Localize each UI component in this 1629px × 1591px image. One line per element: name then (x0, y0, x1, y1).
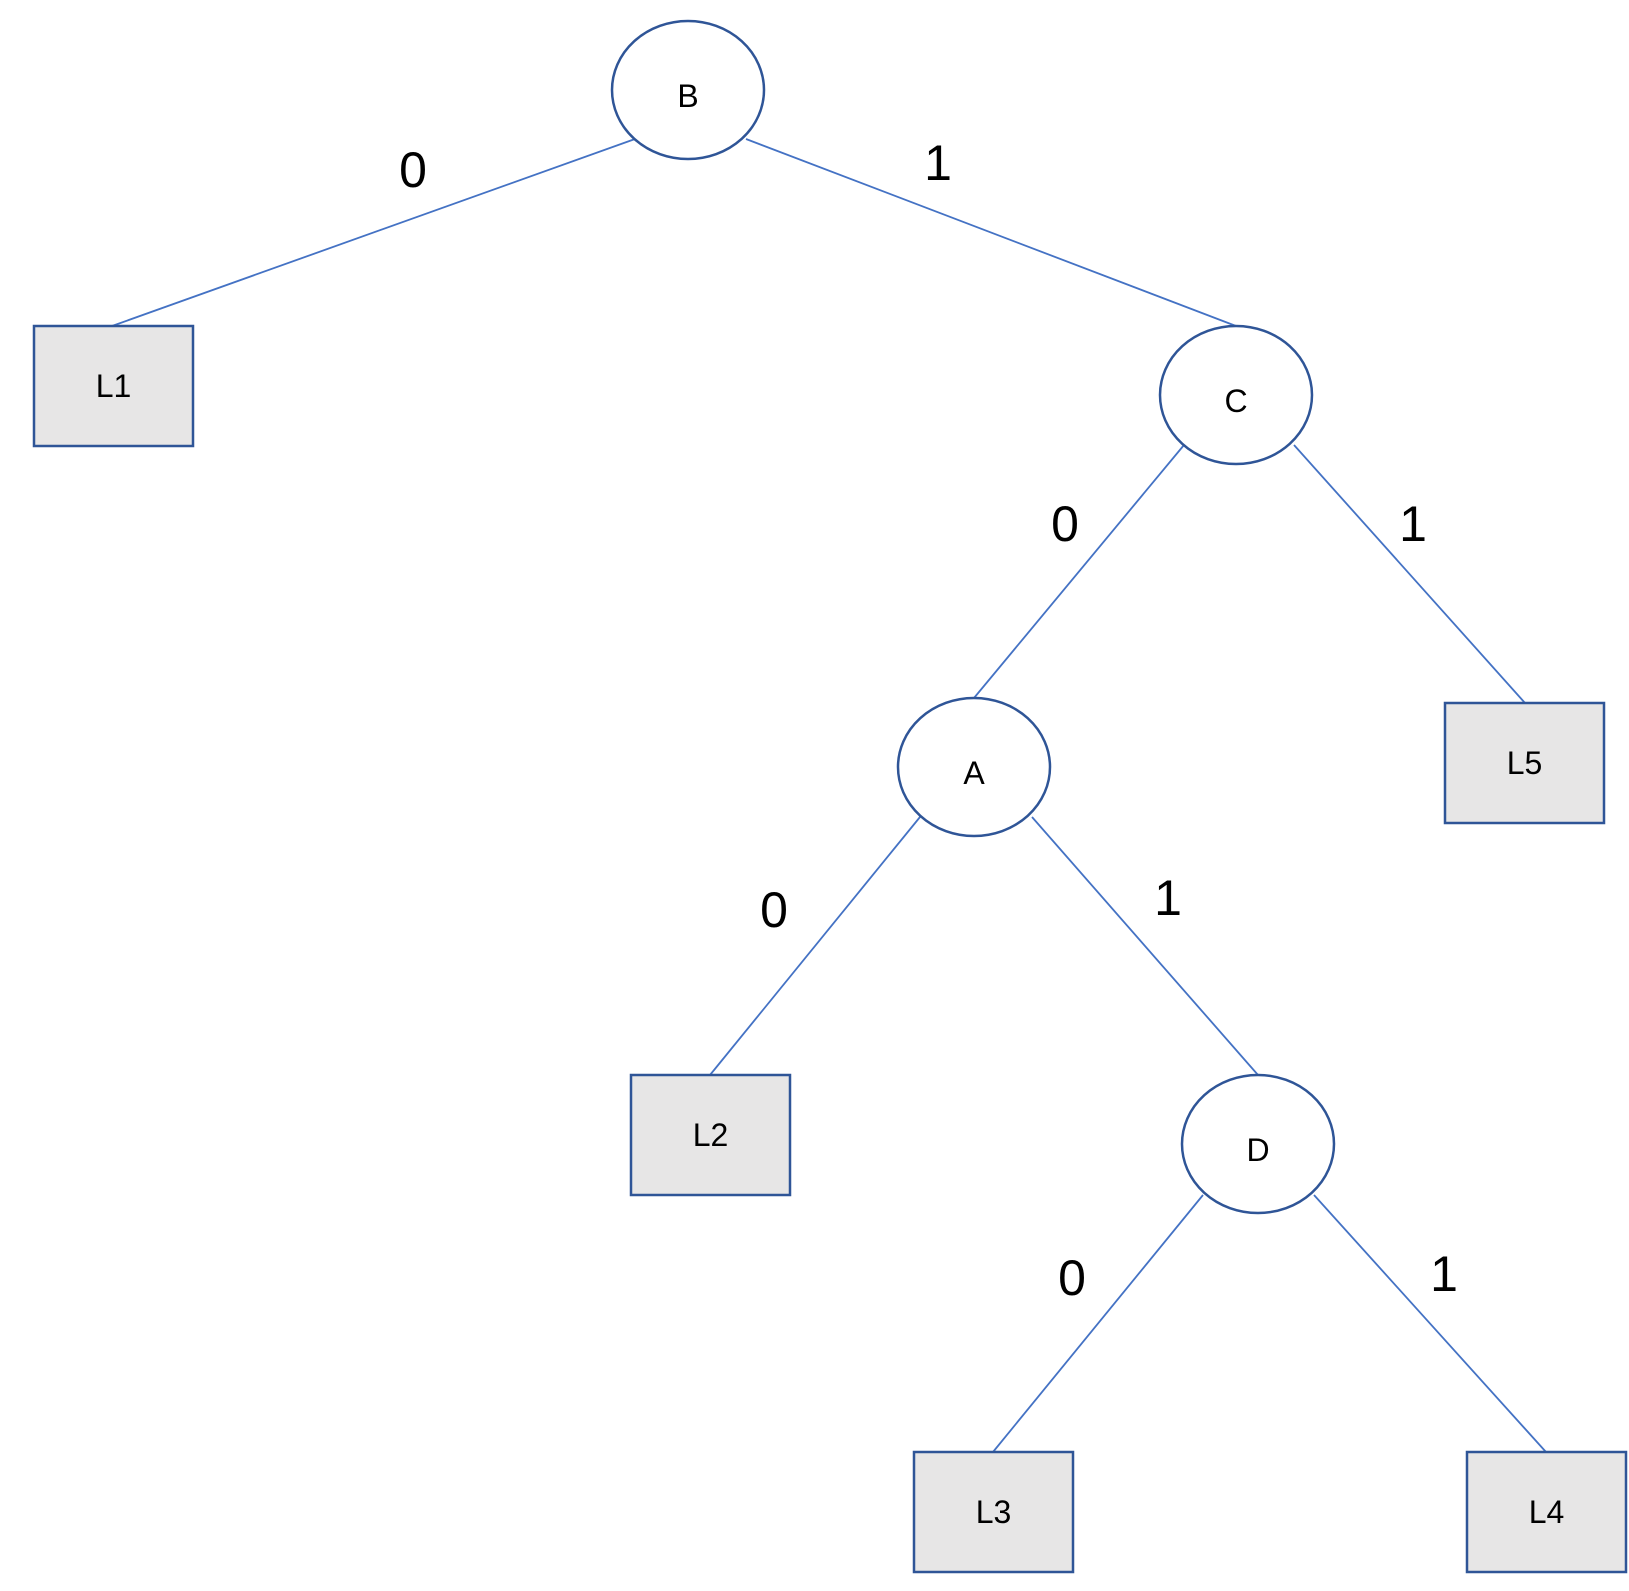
node-label: L3 (976, 1494, 1012, 1530)
internal-node-c: C (1158, 324, 1314, 466)
node-label: B (677, 78, 698, 114)
node-label: A (963, 755, 985, 791)
leaf-node-l5: L5 (1443, 701, 1606, 825)
edge-c-a (973, 444, 1185, 699)
leaf-node-l1: L1 (32, 324, 195, 448)
edge-label-c-a: 0 (1051, 496, 1079, 552)
node-label: L2 (693, 1117, 729, 1153)
internal-node-b: B (610, 19, 766, 161)
node-ellipse (1180, 1073, 1336, 1215)
edge-label-d-l4: 1 (1430, 1246, 1458, 1302)
edge-a-l2 (709, 816, 921, 1076)
leaf-box (1443, 701, 1606, 825)
node-ellipse (896, 696, 1052, 838)
node-label: D (1246, 1132, 1269, 1168)
edge-label-a-d: 1 (1154, 870, 1182, 926)
edge-d-l4 (1313, 1194, 1547, 1453)
edge-label-d-l3: 0 (1058, 1250, 1086, 1306)
leaf-box (32, 324, 195, 448)
leaf-box (629, 1073, 792, 1197)
node-ellipse (610, 19, 766, 161)
edge-label-b-l1: 0 (399, 142, 427, 198)
internal-node-d: D (1180, 1073, 1336, 1215)
node-label: L5 (1507, 745, 1543, 781)
node-label: C (1224, 383, 1247, 419)
leaf-node-l2: L2 (629, 1073, 792, 1197)
leaf-node-l3: L3 (912, 1450, 1075, 1574)
node-ellipse (1158, 324, 1314, 466)
edge-b-l1 (111, 138, 636, 327)
leaf-box (912, 1450, 1075, 1574)
edge-a-d (1031, 816, 1259, 1076)
leaf-box (1465, 1450, 1628, 1574)
edge-label-c-l5: 1 (1399, 496, 1427, 552)
leaf-node-l4: L4 (1465, 1450, 1628, 1574)
node-label: L1 (96, 368, 132, 404)
edge-label-a-l2: 0 (760, 882, 788, 938)
edge-b-c (745, 138, 1237, 327)
edge-c-l5 (1293, 444, 1526, 704)
edge-label-b-c: 1 (924, 135, 952, 191)
edge-d-l3 (992, 1194, 1204, 1453)
node-label: L4 (1529, 1494, 1565, 1530)
internal-node-a: A (896, 696, 1052, 838)
